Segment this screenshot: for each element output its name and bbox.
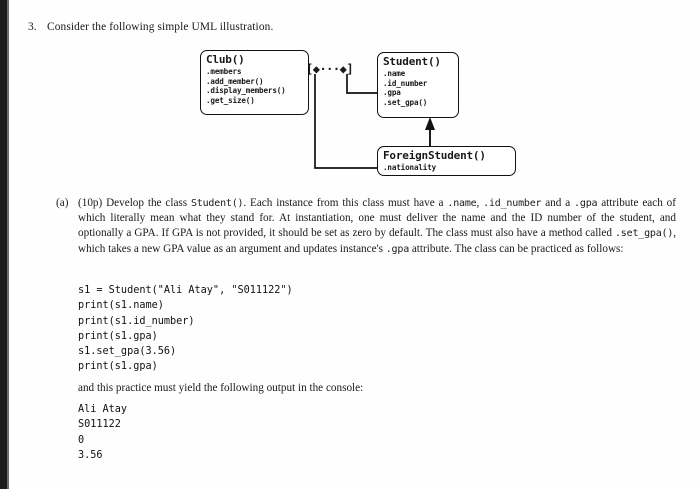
question-number: 3. — [28, 21, 37, 33]
inline-code: .name — [447, 198, 477, 209]
question-prompt: Consider the following simple UML illust… — [47, 21, 274, 33]
part-a-block: (a) (10p) Develop the class Student(). E… — [56, 196, 676, 257]
uml-class-member: .get_size() — [206, 95, 255, 105]
code-sample: s1 = Student("Ali Atay", "S011122") prin… — [78, 285, 293, 373]
inline-text: , — [476, 197, 484, 209]
inline-text: , which takes a new GPA value as an argu… — [78, 227, 676, 255]
uml-class-member: .gpa — [383, 88, 401, 98]
part-a-label: (a) — [56, 197, 69, 209]
console-lead-text: and this practice must yield the followi… — [78, 382, 364, 394]
uml-aggregation-connector-label: [◆···◆] — [306, 62, 354, 76]
inline-text: attribute. The class can be practiced as… — [409, 242, 624, 255]
uml-class-member: .nationality — [383, 163, 437, 172]
uml-class-box-club[interactable]: Club() .members .add_member() .display_m… — [200, 50, 309, 115]
inline-code: Student() — [190, 198, 244, 209]
uml-class-title-club: Club() — [206, 53, 245, 66]
page-left-edge-dark — [0, 0, 7, 489]
part-a-text: (10p) Develop the class Student(). Each … — [78, 196, 676, 257]
uml-class-box-foreignstudent[interactable]: ForeignStudent() .nationality — [377, 146, 516, 176]
inline-code: .id_number — [483, 198, 542, 209]
inline-text: (10p) Develop the class — [78, 197, 191, 209]
question-heading: 3. Consider the following simple UML illu… — [28, 20, 273, 34]
inline-text: . Each instance from this class must hav… — [243, 197, 448, 209]
page-left-edge-shadow — [7, 0, 9, 489]
inline-code: .gpa — [574, 198, 598, 209]
uml-class-title-student: Student() — [383, 55, 441, 68]
uml-class-member: .id_number — [383, 78, 428, 88]
uml-class-title-foreignstudent: ForeignStudent() — [383, 149, 486, 162]
uml-class-box-student[interactable]: Student() .name .id_number .gpa .set_gpa… — [377, 52, 459, 118]
inline-code: .gpa — [385, 243, 410, 255]
uml-class-member: .add_member() — [206, 76, 264, 86]
inline-code: .set_gpa() — [614, 228, 674, 240]
uml-class-member: .display_members() — [206, 86, 286, 96]
inline-text: and a — [541, 197, 575, 209]
inline-text: attribute each of which literally mean w… — [78, 197, 676, 240]
uml-class-member: .members — [206, 67, 242, 76]
uml-class-member: .name — [383, 69, 406, 78]
uml-class-member: .set_gpa() — [383, 97, 428, 107]
console-output: Ali Atay S011122 0 3.56 — [78, 404, 128, 461]
